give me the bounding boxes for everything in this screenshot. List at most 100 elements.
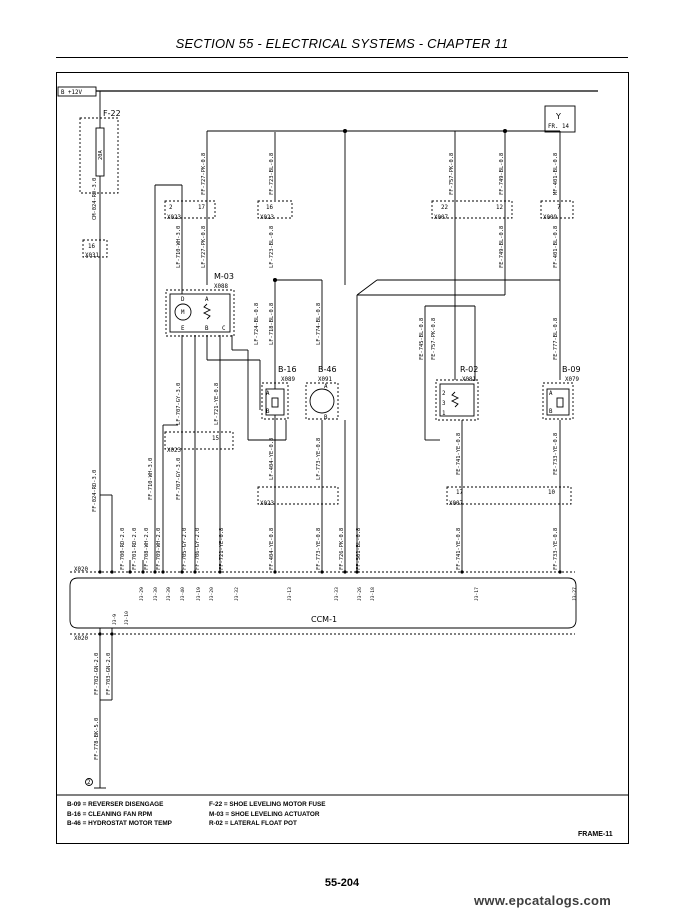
b09-pin-b: B <box>549 409 553 415</box>
component-b16: B-16 X089 A B <box>261 365 297 420</box>
power-supply-label: B +12V <box>61 90 82 96</box>
m03-label: M-03 <box>214 272 234 281</box>
wire-mf401: MF-401-BL-0.8 <box>553 153 559 195</box>
r02-label: R-02 <box>460 365 478 374</box>
ccm-pin: J3-10 <box>124 611 130 625</box>
ccm-pin: J3-40 <box>180 587 186 601</box>
wire-lf773: LF-773-YE-0.8 <box>316 438 322 480</box>
conn-e-id: X023 <box>167 448 181 454</box>
wire-ff707: FF-707-GY-3.0 <box>176 458 182 500</box>
conn-c-id: X007 <box>434 215 448 221</box>
conn-e-pin1: 15 <box>212 436 219 442</box>
wire-ff727: FF-727-PK-0.8 <box>201 153 207 195</box>
legend-item: B-46 = HYDROSTAT MOTOR TEMP <box>67 820 172 828</box>
wire-ff757: FF-757-PK-0.8 <box>449 153 455 195</box>
conn-b-id: X023 <box>260 215 274 221</box>
wire-lf718: LF-718-BL-0.8 <box>269 303 275 345</box>
wire-ff401: FF-401-BL-0.8 <box>553 226 559 268</box>
conn-c-pin1: 22 <box>441 205 448 211</box>
m03-pin-e: E <box>181 326 185 332</box>
conn-g-id: X007 <box>449 501 463 507</box>
ccm-pin: J3-27 <box>572 587 578 601</box>
wire-ff404: FF-404-YE-0.8 <box>269 528 275 570</box>
b16-pin-a: A <box>266 391 270 397</box>
wire-lf727: LF-727-PK-0.8 <box>201 226 207 268</box>
ref-box-letter: Y <box>555 112 561 121</box>
legend-item: R-02 = LATERAL FLOAT POT <box>209 820 297 828</box>
wire-ff733: FF-733-YE-0.8 <box>553 528 559 570</box>
fuse-label: F-22 <box>103 109 121 118</box>
routing-wires <box>129 128 561 572</box>
legend-item: B-16 = CLEANING FAN RPM <box>67 810 153 818</box>
ccm-lower-conn: X020 <box>74 636 88 642</box>
b16-pin-b: B <box>266 409 270 415</box>
wire-fe745: FE-745-BL-0.8 <box>419 318 425 360</box>
wire-fe733: FE-733-YE-0.8 <box>553 433 559 475</box>
watermark: www.epcatalogs.com <box>474 893 612 908</box>
fuse-main-wire: CM-024-RD-3.0 16 X031 FF-024-RD-3.0 <box>82 176 113 572</box>
fuse-conn-id: X031 <box>85 253 99 259</box>
m03-pin-a: A <box>205 297 209 303</box>
ccm-upper-conn: X020 <box>74 567 88 573</box>
wire-ff024: FF-024-RD-3.0 <box>92 470 98 512</box>
wire-ff501: FF-501-BL-0.8 <box>356 528 362 570</box>
wire-lf707: LF-707-GY-3.0 <box>176 383 182 425</box>
ccm-pin: J3-13 <box>287 587 293 601</box>
b09-label: B-09 <box>562 365 581 374</box>
wire-ff710: FF-710-WH-3.0 <box>148 458 154 500</box>
conn-g-pin1: 17 <box>456 490 463 496</box>
wire-lf723: LF-723-BL-0.8 <box>269 226 275 268</box>
ccm-pin: J3-32 <box>234 587 240 601</box>
ccm-pin: J3-30 <box>153 587 159 601</box>
component-r02: R-02 X081 2 3 1 <box>435 365 479 421</box>
wire-ff726: FF-726-PK-0.8 <box>339 528 345 570</box>
wire-cm024: CM-024-RD-3.0 <box>92 178 98 220</box>
m03-motor-symbol: M <box>181 310 185 316</box>
b09-connector: X079 <box>565 377 579 383</box>
conn-f-id: X023 <box>260 501 274 507</box>
wire-fe749: FE-749-BL-0.8 <box>499 226 505 268</box>
ccm-pin: J3-26 <box>357 587 363 601</box>
wire-lf724: LF-724-BL-0.8 <box>254 303 260 345</box>
ccm-pin: J3-29 <box>139 587 145 601</box>
conn-a-pin2: 17 <box>198 205 205 211</box>
power-bus: B +12V <box>57 86 598 97</box>
wire-labels: FF-700-RD-2.0 FF-701-RD-2.0 FF-708-WH-2.… <box>94 153 559 760</box>
wire-ff701: FF-701-RD-2.0 <box>132 528 138 570</box>
legend-col2: F-22 = SHOE LEVELING MOTOR FUSE M-03 = S… <box>209 800 326 829</box>
r02-pin-3: 3 <box>442 401 446 407</box>
component-m03: M-03 X088 M D A E B C <box>165 272 235 337</box>
page-header: SECTION 55 - ELECTRICAL SYSTEMS - CHAPTE… <box>175 36 509 51</box>
b46-connector: X091 <box>318 377 332 383</box>
frame-label: FRAME-11 <box>578 831 613 838</box>
ccm-pins-top: J3-29 J3-30 J3-39 J3-40 J3-19 J3-20 J3-3… <box>112 587 578 625</box>
conn-d-pin1: 7 <box>557 205 561 211</box>
legend-item: M-03 = SHOE LEVELING ACTUATOR <box>209 810 320 818</box>
wire-ff709: FF-709-WH-2.0 <box>156 528 162 570</box>
page-number: 55-204 <box>324 877 360 889</box>
ccm-pin: J3-18 <box>370 587 376 601</box>
wire-ff702: FF-702-GN-2.0 <box>94 653 100 695</box>
wire-ff773: FF-773-YE-0.8 <box>316 528 322 570</box>
wire-fe757: FE-757-PK-0.8 <box>431 318 437 360</box>
wire-ff705: FF-705-GY-2.0 <box>182 528 188 570</box>
wire-ff741: FF-741-YE-0.8 <box>456 528 462 570</box>
b46-pin-a: A <box>324 384 328 390</box>
ref-box-ref: FR. 14 <box>548 124 569 130</box>
component-b09: B-09 X079 A B <box>542 365 581 420</box>
b09-pin-a: A <box>549 391 553 397</box>
wire-ff778: FF-778-BK-5.0 <box>94 718 100 760</box>
header-rule <box>56 57 628 58</box>
ccm-module: X020 CCM-1 X020 2 <box>69 567 577 789</box>
component-b46: B-46 X091 A B <box>305 365 339 421</box>
ground-ref: 2 <box>87 780 91 786</box>
b46-pin-b: B <box>324 415 328 421</box>
ccm-label: CCM-1 <box>311 615 337 624</box>
wire-lf721: LF-721-YE-0.8 <box>214 383 220 425</box>
ccm-pin: J3-39 <box>166 587 172 601</box>
legend-col1: B-09 = REVERSER DISENGAGE B-16 = CLEANIN… <box>67 800 172 829</box>
ccm-wire-dots <box>98 570 562 636</box>
diagram-frame <box>56 72 629 844</box>
legend-item: F-22 = SHOE LEVELING MOTOR FUSE <box>209 801 326 808</box>
